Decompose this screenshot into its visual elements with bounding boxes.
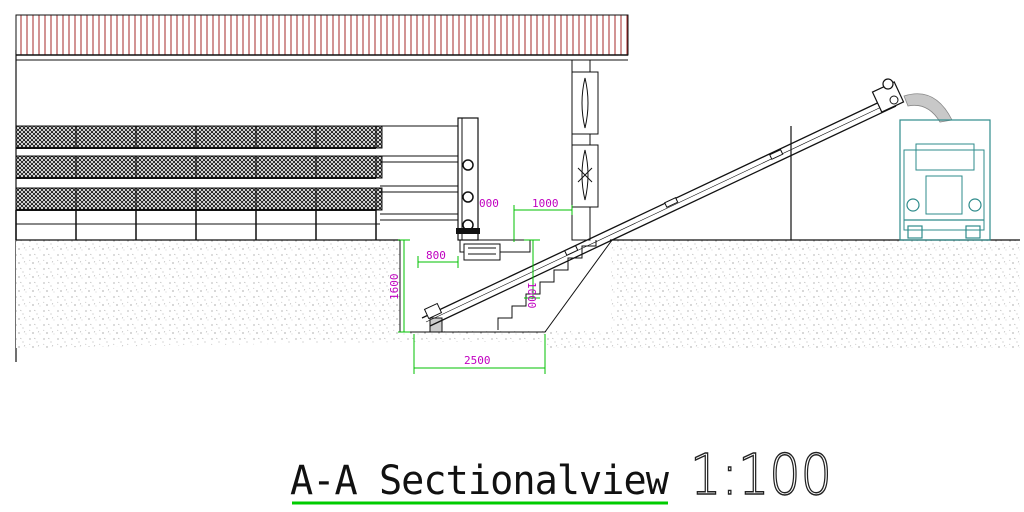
title-block: A-A Sectionalview 1:100 [290, 442, 833, 508]
dimension-lines [398, 205, 573, 374]
pit [399, 239, 613, 333]
dimension-1600: 1600 [388, 274, 401, 301]
roof [15, 14, 629, 61]
dimension-800: 800 [426, 249, 446, 262]
dimension-1000-vertical: 1000 [525, 282, 538, 309]
drawing-scale: 1:100 [690, 443, 832, 508]
building-column [571, 59, 599, 241]
dimension-2500: 2500 [464, 354, 491, 367]
dimension-1000-top: 1000 [532, 197, 559, 210]
cage-end-frame [380, 117, 480, 241]
discharge-chute [903, 93, 953, 123]
truck [899, 119, 991, 241]
drawing-title: A-A Sectionalview [290, 458, 670, 504]
dimension-partial: 000 [479, 197, 499, 210]
inclined-conveyor [421, 78, 905, 327]
chicken-cages [15, 125, 383, 240]
pit-stairs [497, 240, 597, 330]
